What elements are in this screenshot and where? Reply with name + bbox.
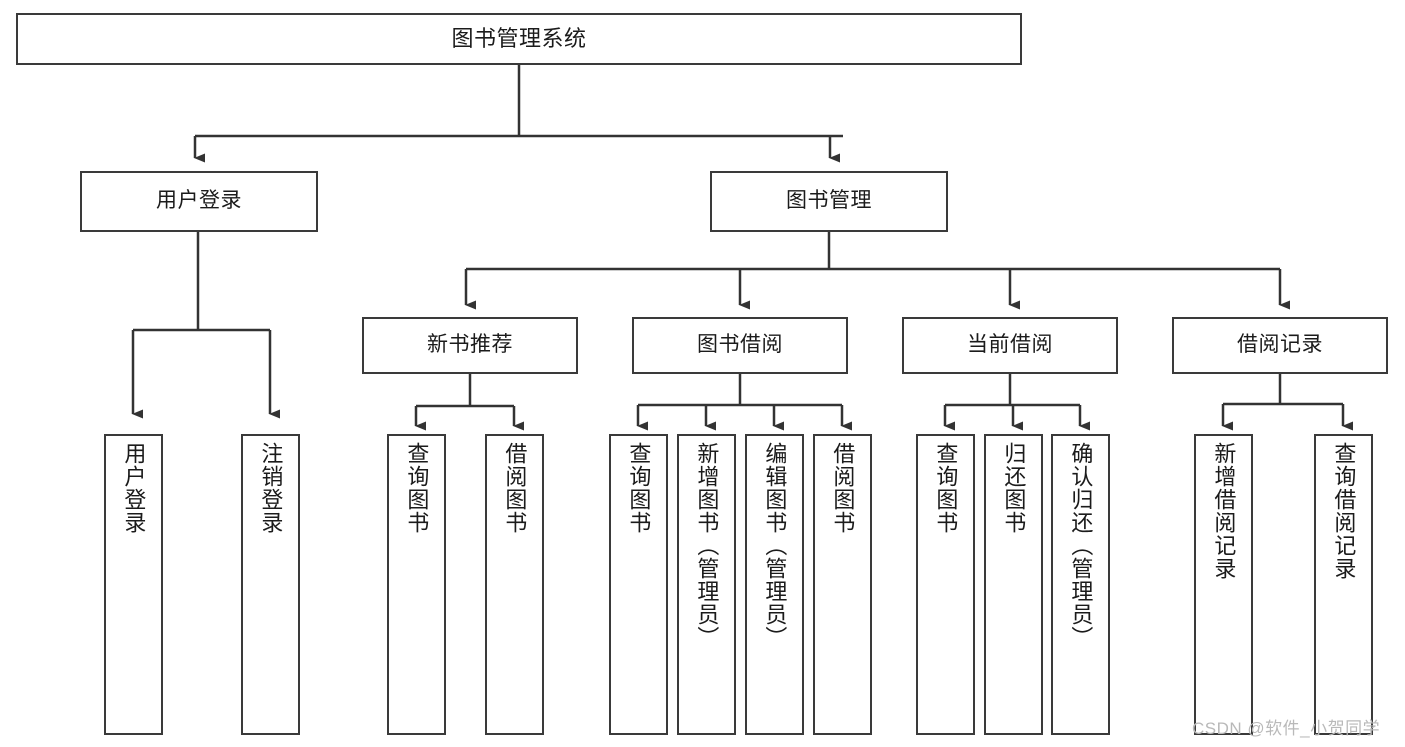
node-leaf-add-book-admin[interactable]: 新增图书（管理员） <box>677 434 736 735</box>
node-leaf-query-book-rec[interactable]: 查询图书 <box>387 434 446 735</box>
node-user-login[interactable]: 用户登录 <box>80 171 318 232</box>
node-new-book-recommend-label: 新书推荐 <box>427 333 513 357</box>
node-leaf-query-borrow-record-label: 查询借阅记录 <box>1331 442 1357 580</box>
node-book-borrow[interactable]: 图书借阅 <box>632 317 848 374</box>
node-leaf-logout-label: 注销登录 <box>258 442 284 534</box>
node-book-manage-label: 图书管理 <box>786 189 872 213</box>
node-borrow-records[interactable]: 借阅记录 <box>1172 317 1388 374</box>
node-leaf-confirm-return-admin[interactable]: 确认归还（管理员） <box>1051 434 1110 735</box>
node-leaf-edit-book-admin[interactable]: 编辑图书（管理员） <box>745 434 804 735</box>
node-leaf-query-book-current-label: 查询图书 <box>933 442 959 534</box>
csdn-watermark: CSDN @软件_小贺同学 <box>1192 719 1381 738</box>
node-borrow-records-label: 借阅记录 <box>1237 333 1323 357</box>
node-leaf-borrow-book-rec[interactable]: 借阅图书 <box>485 434 544 735</box>
node-book-manage[interactable]: 图书管理 <box>710 171 948 232</box>
node-leaf-user-login-label: 用户登录 <box>121 442 147 534</box>
node-leaf-query-book-label: 查询图书 <box>626 442 652 534</box>
node-leaf-return-book[interactable]: 归还图书 <box>984 434 1043 735</box>
node-leaf-logout[interactable]: 注销登录 <box>241 434 300 735</box>
node-leaf-query-book-rec-label: 查询图书 <box>404 442 430 534</box>
node-leaf-borrow-book-label: 借阅图书 <box>830 442 856 534</box>
node-leaf-return-book-label: 归还图书 <box>1001 442 1027 534</box>
node-root[interactable]: 图书管理系统 <box>16 13 1022 65</box>
node-root-label: 图书管理系统 <box>451 26 587 52</box>
node-leaf-add-borrow-record[interactable]: 新增借阅记录 <box>1194 434 1253 735</box>
node-current-borrow[interactable]: 当前借阅 <box>902 317 1118 374</box>
node-current-borrow-label: 当前借阅 <box>967 333 1053 357</box>
node-leaf-add-book-admin-label: 新增图书（管理员） <box>694 442 720 649</box>
node-leaf-query-borrow-record[interactable]: 查询借阅记录 <box>1314 434 1373 735</box>
node-leaf-query-book-current[interactable]: 查询图书 <box>916 434 975 735</box>
node-new-book-recommend[interactable]: 新书推荐 <box>362 317 578 374</box>
node-book-borrow-label: 图书借阅 <box>697 333 783 357</box>
node-user-login-label: 用户登录 <box>156 189 242 213</box>
node-leaf-edit-book-admin-label: 编辑图书（管理员） <box>762 442 788 649</box>
node-leaf-user-login[interactable]: 用户登录 <box>104 434 163 735</box>
node-leaf-confirm-return-admin-label: 确认归还（管理员） <box>1068 442 1094 649</box>
node-leaf-query-book[interactable]: 查询图书 <box>609 434 668 735</box>
node-leaf-add-borrow-record-label: 新增借阅记录 <box>1211 442 1237 580</box>
node-leaf-borrow-book[interactable]: 借阅图书 <box>813 434 872 735</box>
node-leaf-borrow-book-rec-label: 借阅图书 <box>502 442 528 534</box>
